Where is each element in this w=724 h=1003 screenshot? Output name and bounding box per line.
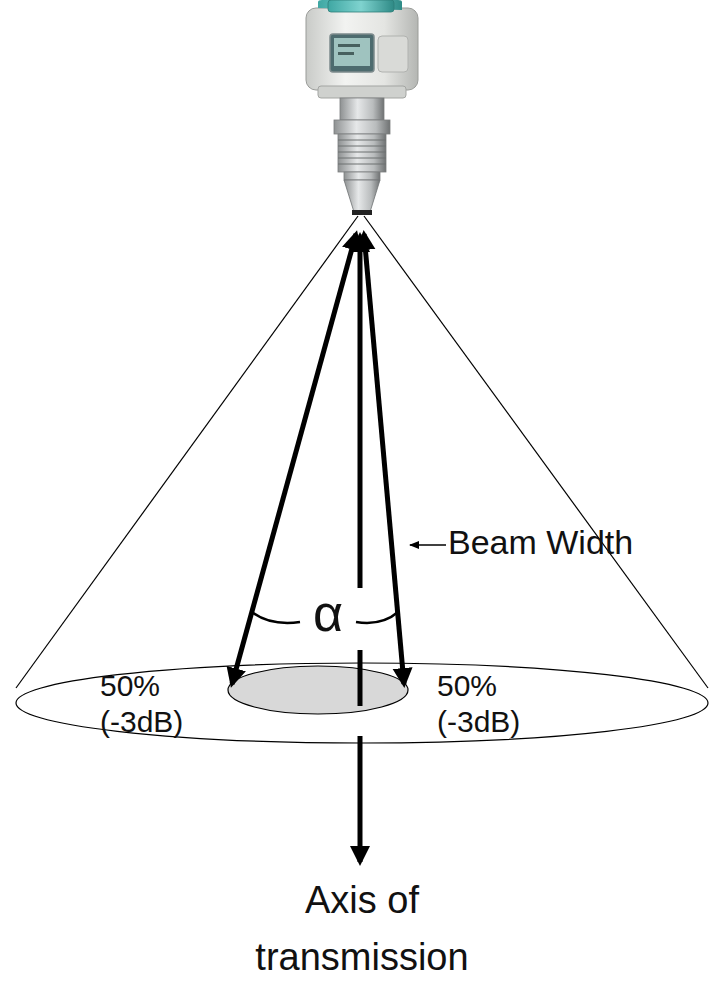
transmission-axis [358,236,363,862]
half-power-spot [228,666,408,714]
axis-label: Axis of transmission [226,872,498,986]
angle-symbol: α [308,582,348,644]
radar-transmitter [306,0,418,215]
callout-label: Beam Width [448,522,718,563]
leader-arrow [410,544,446,546]
beam-width-arrows [232,234,404,684]
power-level-label: 50% (-3dB) [100,668,204,740]
power-level-label: 50% (-3dB) [437,668,541,740]
beam-cone [16,216,708,743]
